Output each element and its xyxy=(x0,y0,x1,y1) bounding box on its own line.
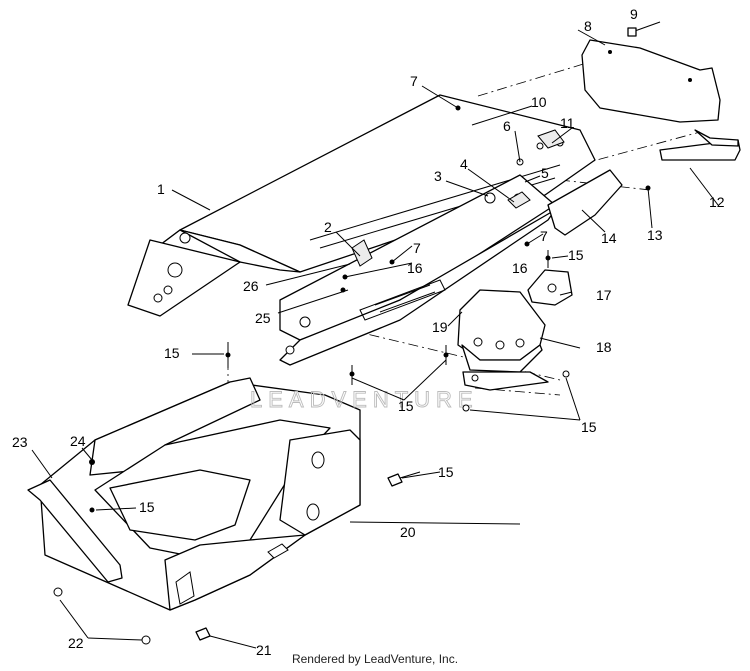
part-lower-bracket xyxy=(462,371,549,391)
callout-15c: 15 xyxy=(568,247,584,263)
part-20-lower-frame xyxy=(39,377,361,611)
fasteners xyxy=(53,105,651,645)
callout-4: 4 xyxy=(460,156,468,172)
callouts: 1 2 3 4 5 6 7 7 7 8 9 10 11 12 13 14 15 … xyxy=(12,6,725,658)
callout-7c: 7 xyxy=(540,228,548,244)
callout-19: 19 xyxy=(432,319,448,335)
callout-23: 23 xyxy=(12,434,28,450)
callout-25: 25 xyxy=(255,310,271,326)
callout-17: 17 xyxy=(596,287,612,303)
part-14-bracket-plate xyxy=(547,169,623,236)
callout-15d: 15 xyxy=(139,499,155,515)
callout-26: 26 xyxy=(243,278,259,294)
callout-16a: 16 xyxy=(407,260,423,276)
callout-8: 8 xyxy=(584,18,592,34)
callout-10: 10 xyxy=(531,94,547,110)
leader-lines xyxy=(31,29,719,649)
callout-1: 1 xyxy=(157,181,165,197)
callout-6: 6 xyxy=(503,118,511,134)
callout-18: 18 xyxy=(596,339,612,355)
callout-15e: 15 xyxy=(438,464,454,480)
callout-24: 24 xyxy=(70,433,86,449)
callout-5: 5 xyxy=(541,165,549,181)
part-18-engine-mount xyxy=(457,289,546,373)
part-23-left-rail xyxy=(27,479,123,583)
part-8-splash-guard xyxy=(581,39,721,123)
callout-11: 11 xyxy=(560,115,575,131)
footer-credit: Rendered by LeadVenture, Inc. xyxy=(291,652,459,666)
callout-12: 12 xyxy=(709,194,725,210)
callout-13: 13 xyxy=(647,227,663,243)
part-12-bumper-bar xyxy=(659,129,741,161)
callout-15a: 15 xyxy=(164,345,180,361)
part-9-bolt xyxy=(627,21,661,37)
callout-22: 22 xyxy=(68,635,84,651)
callout-9: 9 xyxy=(630,6,638,22)
callout-21: 21 xyxy=(256,642,272,658)
callout-3: 3 xyxy=(434,168,442,184)
callout-15f: 15 xyxy=(581,419,597,435)
callout-14: 14 xyxy=(601,230,617,246)
part-1-tunnel xyxy=(127,94,596,317)
callout-20: 20 xyxy=(400,524,416,540)
part-17-mount-block xyxy=(527,269,573,306)
callout-16b: 16 xyxy=(512,260,528,276)
callout-2: 2 xyxy=(324,219,332,235)
callout-15b: 15 xyxy=(398,398,414,414)
callout-7a: 7 xyxy=(410,73,418,89)
callout-7b: 7 xyxy=(413,240,421,256)
watermark: LEADVENTURE xyxy=(250,387,479,412)
